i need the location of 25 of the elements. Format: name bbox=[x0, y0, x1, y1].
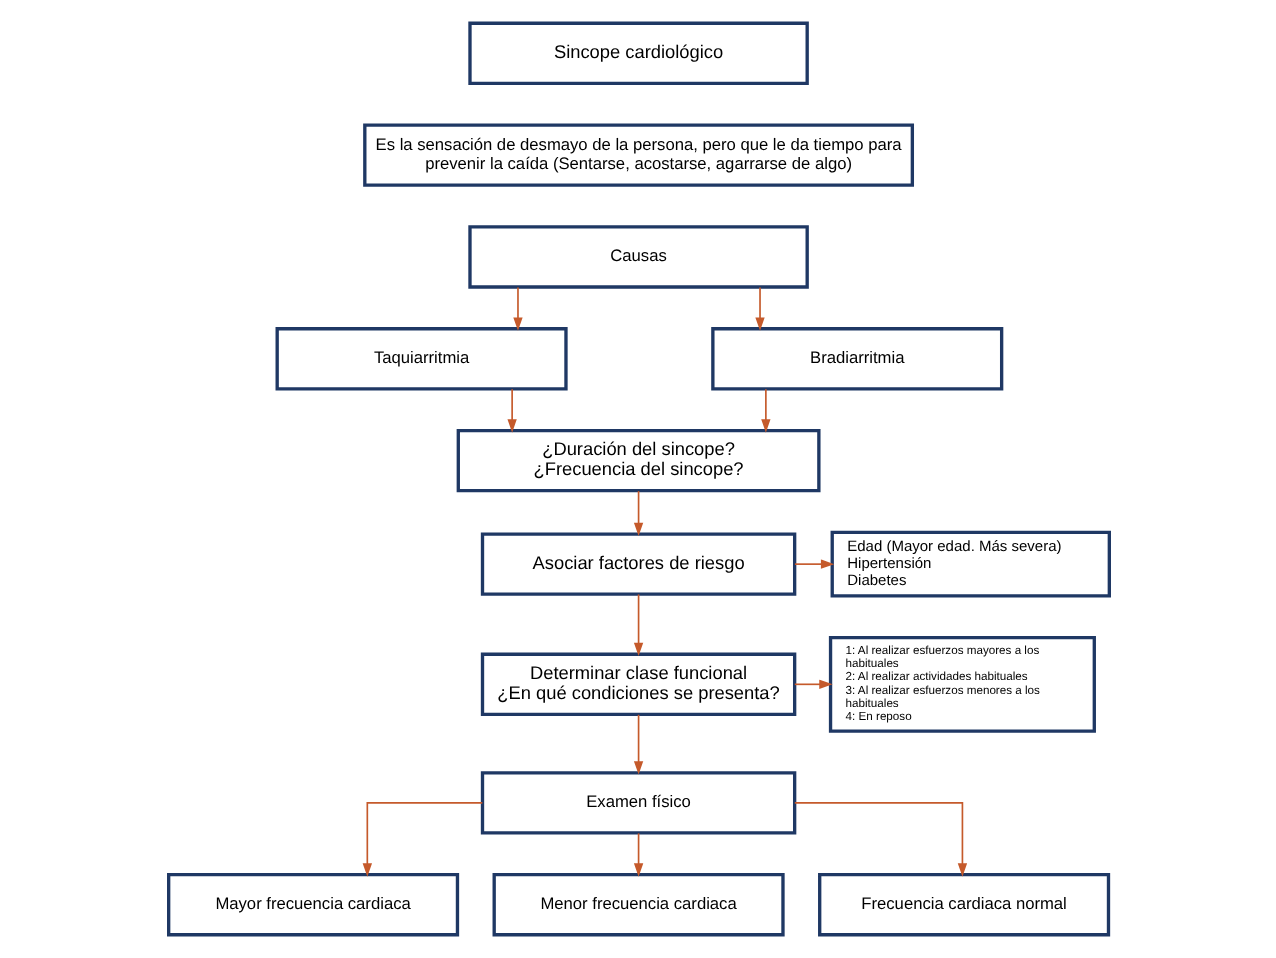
node-box: Frecuencia cardiaca normal bbox=[817, 872, 1110, 937]
arrow bbox=[760, 388, 770, 433]
arrow bbox=[793, 559, 834, 569]
arrow bbox=[632, 593, 643, 657]
node-box: Examen físico bbox=[479, 771, 796, 835]
node-box: Bradiarritmia bbox=[710, 327, 1003, 391]
node-box: Causas bbox=[467, 225, 808, 289]
node-box: Mayor frecuencia cardiaca bbox=[166, 872, 459, 937]
arrow bbox=[792, 802, 967, 877]
arrow bbox=[754, 286, 764, 331]
node-box: Determinar clase funcional ¿En qué condiciones se presenta? bbox=[479, 652, 796, 717]
arrow bbox=[512, 286, 522, 331]
node-box: Sincope cardiológico bbox=[467, 21, 808, 86]
node-box: ¿Duración del sincope? ¿Frecuencia del sincope? bbox=[455, 428, 820, 493]
node-box: Es la sensación de desmayo de la persona, pero que le da tiempo para prevenir la caída (Sentarse, acostarse, agarrarse de algo) bbox=[362, 123, 913, 187]
node-box: Menor frecuencia cardiaca bbox=[491, 872, 784, 937]
arrow bbox=[632, 714, 643, 775]
node-box: Asociar factores de riesgo bbox=[479, 532, 796, 596]
arrow bbox=[632, 832, 643, 877]
node-box: Edad (Mayor edad. Más severa) Hipertensión Diabetes bbox=[829, 530, 1110, 598]
arrow bbox=[632, 490, 643, 537]
arrow bbox=[792, 679, 832, 689]
arrow bbox=[361, 802, 483, 877]
arrow bbox=[506, 388, 516, 433]
node-box: Taquiarritmia bbox=[274, 327, 567, 391]
